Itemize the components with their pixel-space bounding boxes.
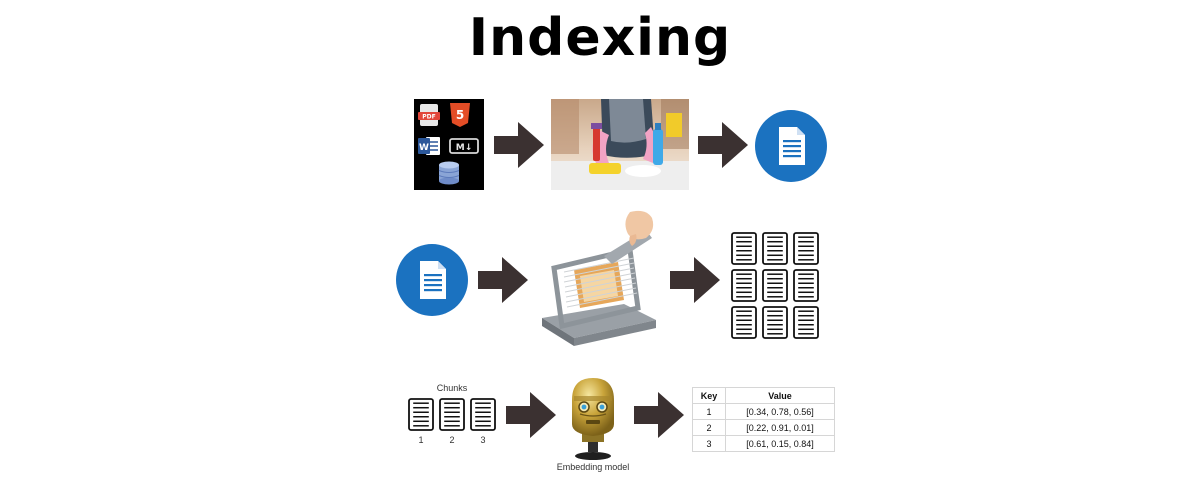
table-cell-key: 3 <box>692 435 726 452</box>
document-chunk-icon <box>793 232 819 265</box>
document-chunk-icon <box>408 398 434 431</box>
slicer-chunking-image <box>534 208 662 352</box>
clean-document-icon <box>755 110 827 182</box>
arrow-right-icon <box>506 392 556 438</box>
column-header-key: Key <box>692 387 726 404</box>
document-chunk-icon <box>762 269 788 302</box>
markdown-icon: M↓ <box>449 138 479 154</box>
chunk-number-3: 3 <box>480 435 486 445</box>
document-chunk-icon <box>793 269 819 302</box>
pdf-icon: PDF <box>418 104 440 126</box>
chunk-list <box>408 398 500 432</box>
chunks-grid <box>731 232 821 340</box>
embedding-model-robot <box>560 374 626 462</box>
chunks-label: Chunks <box>436 383 468 393</box>
html5-badge-text: 5 <box>456 108 464 122</box>
key-value-table: Key Value 1 [0.34, 0.78, 0.56] 2 [0.22, … <box>692 387 835 452</box>
embedding-model-label: Embedding model <box>556 462 630 472</box>
document-chunk-icon <box>731 306 757 339</box>
chunk-number-2: 2 <box>449 435 455 445</box>
table-header-row: Key Value <box>692 387 835 404</box>
arrow-right-icon <box>670 257 720 303</box>
column-header-value: Value <box>725 387 835 404</box>
arrow-right-icon <box>478 257 528 303</box>
table-cell-key: 2 <box>692 419 726 436</box>
chunk-number-1: 1 <box>418 435 424 445</box>
markdown-badge-text: M↓ <box>456 143 473 153</box>
table-row: 2 [0.22, 0.91, 0.01] <box>692 419 835 436</box>
document-chunk-icon <box>470 398 496 431</box>
arrow-right-icon <box>494 122 544 168</box>
document-chunk-icon <box>731 232 757 265</box>
document-chunk-icon <box>793 306 819 339</box>
table-cell-value: [0.61, 0.15, 0.84] <box>725 435 835 452</box>
document-chunk-icon <box>731 269 757 302</box>
arrow-right-icon <box>698 122 748 168</box>
page-title: Indexing <box>468 8 732 68</box>
database-icon <box>438 161 460 185</box>
table-row: 3 [0.61, 0.15, 0.84] <box>692 435 835 452</box>
word-badge-text: W <box>419 143 429 153</box>
arrow-right-icon <box>634 392 684 438</box>
table-cell-value: [0.34, 0.78, 0.56] <box>725 403 835 420</box>
source-formats-panel: PDF 5 W M↓ <box>414 99 484 190</box>
word-icon: W <box>418 137 440 155</box>
document-chunk-icon <box>762 306 788 339</box>
table-cell-value: [0.22, 0.91, 0.01] <box>725 419 835 436</box>
document-icon <box>396 244 468 316</box>
pdf-badge-text: PDF <box>422 114 435 121</box>
table-cell-key: 1 <box>692 403 726 420</box>
data-cleaning-photo <box>551 99 689 190</box>
document-chunk-icon <box>439 398 465 431</box>
html5-icon: 5 <box>450 103 470 127</box>
document-chunk-icon <box>762 232 788 265</box>
table-row: 1 [0.34, 0.78, 0.56] <box>692 403 835 420</box>
